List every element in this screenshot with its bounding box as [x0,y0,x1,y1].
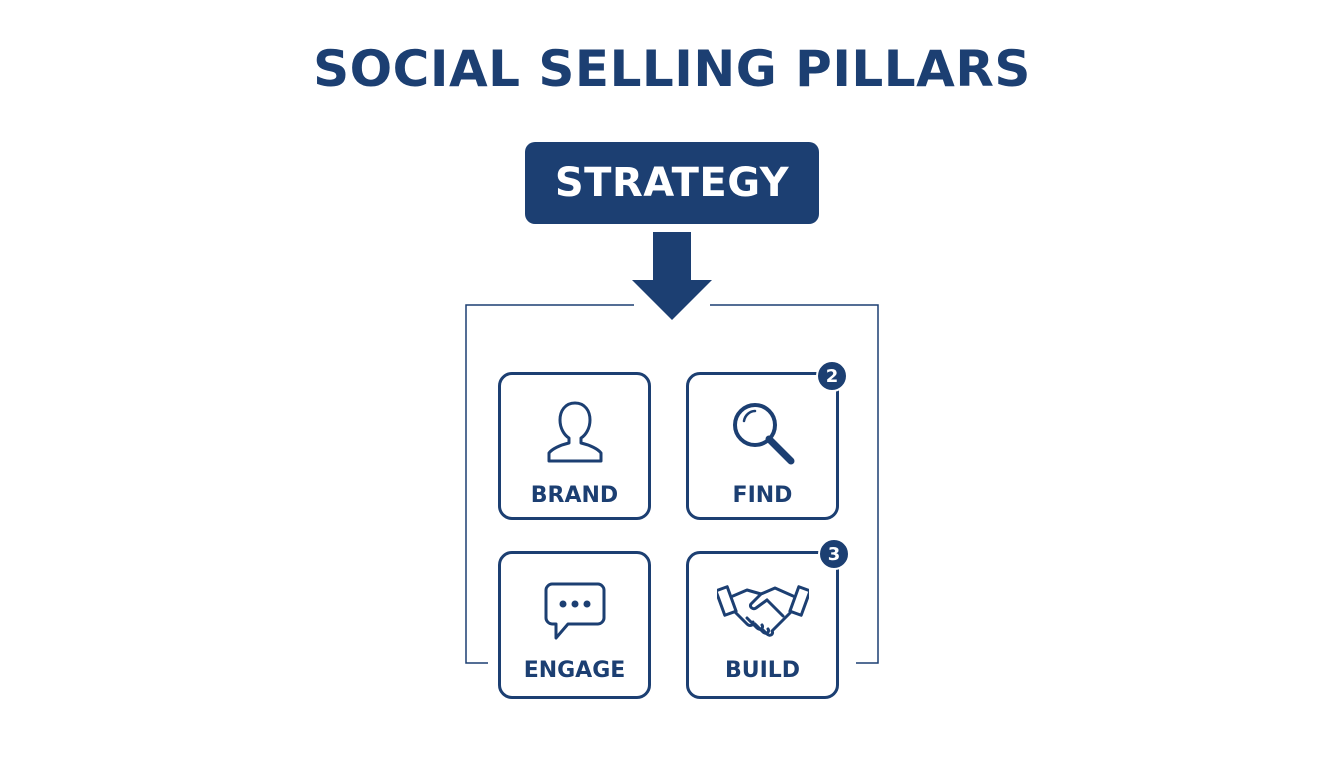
pillar-card-find: FIND [686,372,839,520]
step-badge-2: 2 [816,360,848,392]
chat-bubble-icon [501,580,648,644]
step-badge-3: 3 [818,538,850,570]
handshake-icon [689,578,836,642]
pillar-card-build: BUILD [686,551,839,699]
strategy-label: STRATEGY [554,160,790,206]
pillar-label: BRAND [530,483,619,508]
pillar-label: BUILD [724,658,801,683]
pillar-card-engage: ENGAGE [498,551,651,699]
magnifier-icon [689,397,836,469]
pillar-label: ENGAGE [523,658,626,683]
page-title: SOCIAL SELLING PILLARS [313,40,1031,98]
pillar-card-brand: BRAND [498,372,651,520]
person-icon [501,397,648,467]
strategy-box: STRATEGY [525,142,819,224]
down-arrow-icon [632,232,712,320]
pillar-label: FIND [732,483,793,508]
